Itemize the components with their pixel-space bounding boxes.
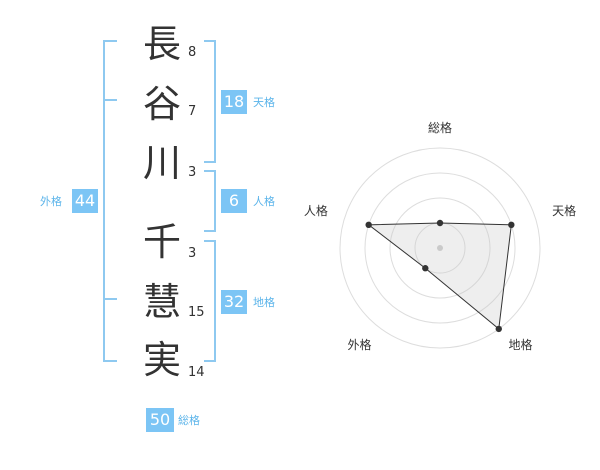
bracket-tick	[103, 298, 117, 300]
radar-axis-label: 総格	[428, 120, 452, 135]
chikaku-label: 地格	[253, 296, 275, 309]
radar-point-2	[508, 221, 515, 229]
jinkaku-label: 人格	[253, 195, 275, 208]
jinkaku-bracket	[204, 170, 216, 232]
radar-point-5	[365, 221, 372, 229]
stroke-count-4: 3	[188, 246, 197, 261]
radar-axis-label: 外格	[347, 337, 371, 352]
name-char-1: 長	[142, 22, 181, 66]
radar-point-3	[495, 325, 502, 333]
name-char-3: 川	[142, 141, 181, 185]
chikaku-bracket	[204, 240, 216, 362]
name-char-6: 実	[142, 338, 181, 382]
gaikaku-label: 外格	[40, 195, 62, 208]
jinkaku-badge: 6	[221, 189, 247, 213]
bracket-tick	[103, 99, 117, 101]
name-char-2: 谷	[142, 82, 181, 126]
soukaku-label: 総格	[178, 414, 200, 427]
stroke-count-6: 14	[188, 365, 205, 380]
radar-grid-ring	[339, 147, 541, 349]
tenkaku-badge: 18	[221, 90, 247, 114]
radar-grid-ring	[389, 197, 491, 299]
radar-axis-label: 天格	[552, 203, 576, 218]
radar-series-area	[367, 222, 512, 330]
name-char-4: 千	[142, 220, 181, 264]
gaikaku-bracket	[103, 40, 117, 362]
chikaku-badge: 32	[221, 290, 247, 314]
radar-grid-ring	[364, 172, 516, 324]
soukaku-badge: 50	[146, 408, 174, 432]
name-char-5: 慧	[142, 280, 181, 324]
radar-center-dot	[437, 245, 443, 251]
radar-axis-label: 人格	[304, 203, 328, 218]
radar-point-4	[422, 265, 429, 272]
stroke-count-3: 3	[188, 165, 197, 180]
stroke-count-2: 7	[188, 104, 197, 119]
gaikaku-badge: 44	[72, 189, 98, 213]
stroke-count-5: 15	[188, 305, 205, 320]
tenkaku-bracket	[204, 40, 216, 163]
stroke-count-1: 8	[188, 45, 197, 60]
radar-point-1	[436, 219, 444, 227]
radar-axis-label: 地格	[509, 337, 533, 352]
tenkaku-label: 天格	[253, 96, 275, 109]
